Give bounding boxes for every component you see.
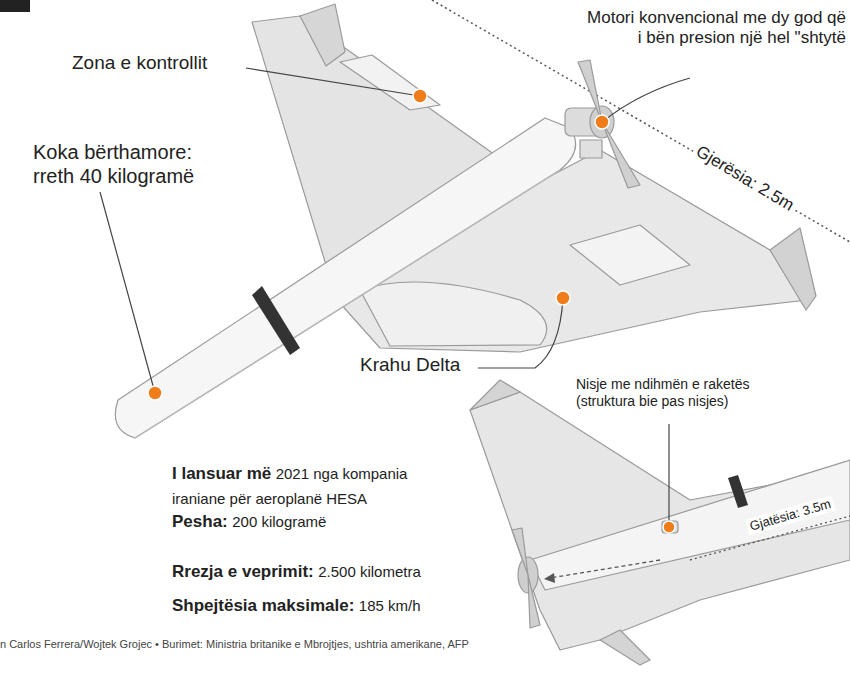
spec-value: 200 kilogramë: [232, 513, 326, 530]
leader-lines: [100, 68, 690, 527]
spec-key: Rrezja e veprimit:: [172, 562, 314, 581]
spec-line: Pesha: 200 kilogramë: [172, 510, 492, 535]
source-note: n Carlos Ferrera/Wojtek Grojec • Burimet…: [0, 638, 469, 651]
spacer: [228, 513, 232, 530]
spec-line: Shpejtësia maksimale: 185 km/h: [172, 594, 492, 619]
spacer: [354, 597, 358, 614]
spacer: [314, 563, 318, 580]
launch-arrow: [550, 560, 660, 578]
spec-key: I lansuar më: [172, 464, 271, 483]
spec-line: I lansuar më 2021 nga kompania iraniane …: [172, 462, 464, 510]
corner-mark: [0, 0, 30, 12]
part-label: Nisje me ndihmën e raketës (struktura bi…: [576, 376, 774, 410]
main-drone: [115, 4, 816, 438]
spec-value: 185 km/h: [359, 597, 421, 614]
spec-value: 2.500 kilometra: [318, 563, 421, 580]
callout-dots: [148, 89, 675, 533]
part-label: Motori konvencional me dy god që i bën p…: [580, 8, 846, 49]
part-label: Zona e kontrollit: [72, 52, 207, 75]
part-label: Koka bërthamore: rreth 40 kilogramë: [33, 140, 233, 188]
spec-line: Rrezja e veprimit: 2.500 kilometra: [172, 560, 492, 585]
spec-key: Pesha:: [172, 512, 228, 531]
arrow-head: [544, 573, 555, 583]
part-label: Krahu Delta: [360, 354, 460, 377]
spacer: [271, 465, 275, 482]
second-drone: [470, 380, 850, 665]
spec-key: Shpejtësia maksimale:: [172, 596, 354, 615]
dimension-label: Gjerësia: 2.5m: [689, 140, 799, 218]
